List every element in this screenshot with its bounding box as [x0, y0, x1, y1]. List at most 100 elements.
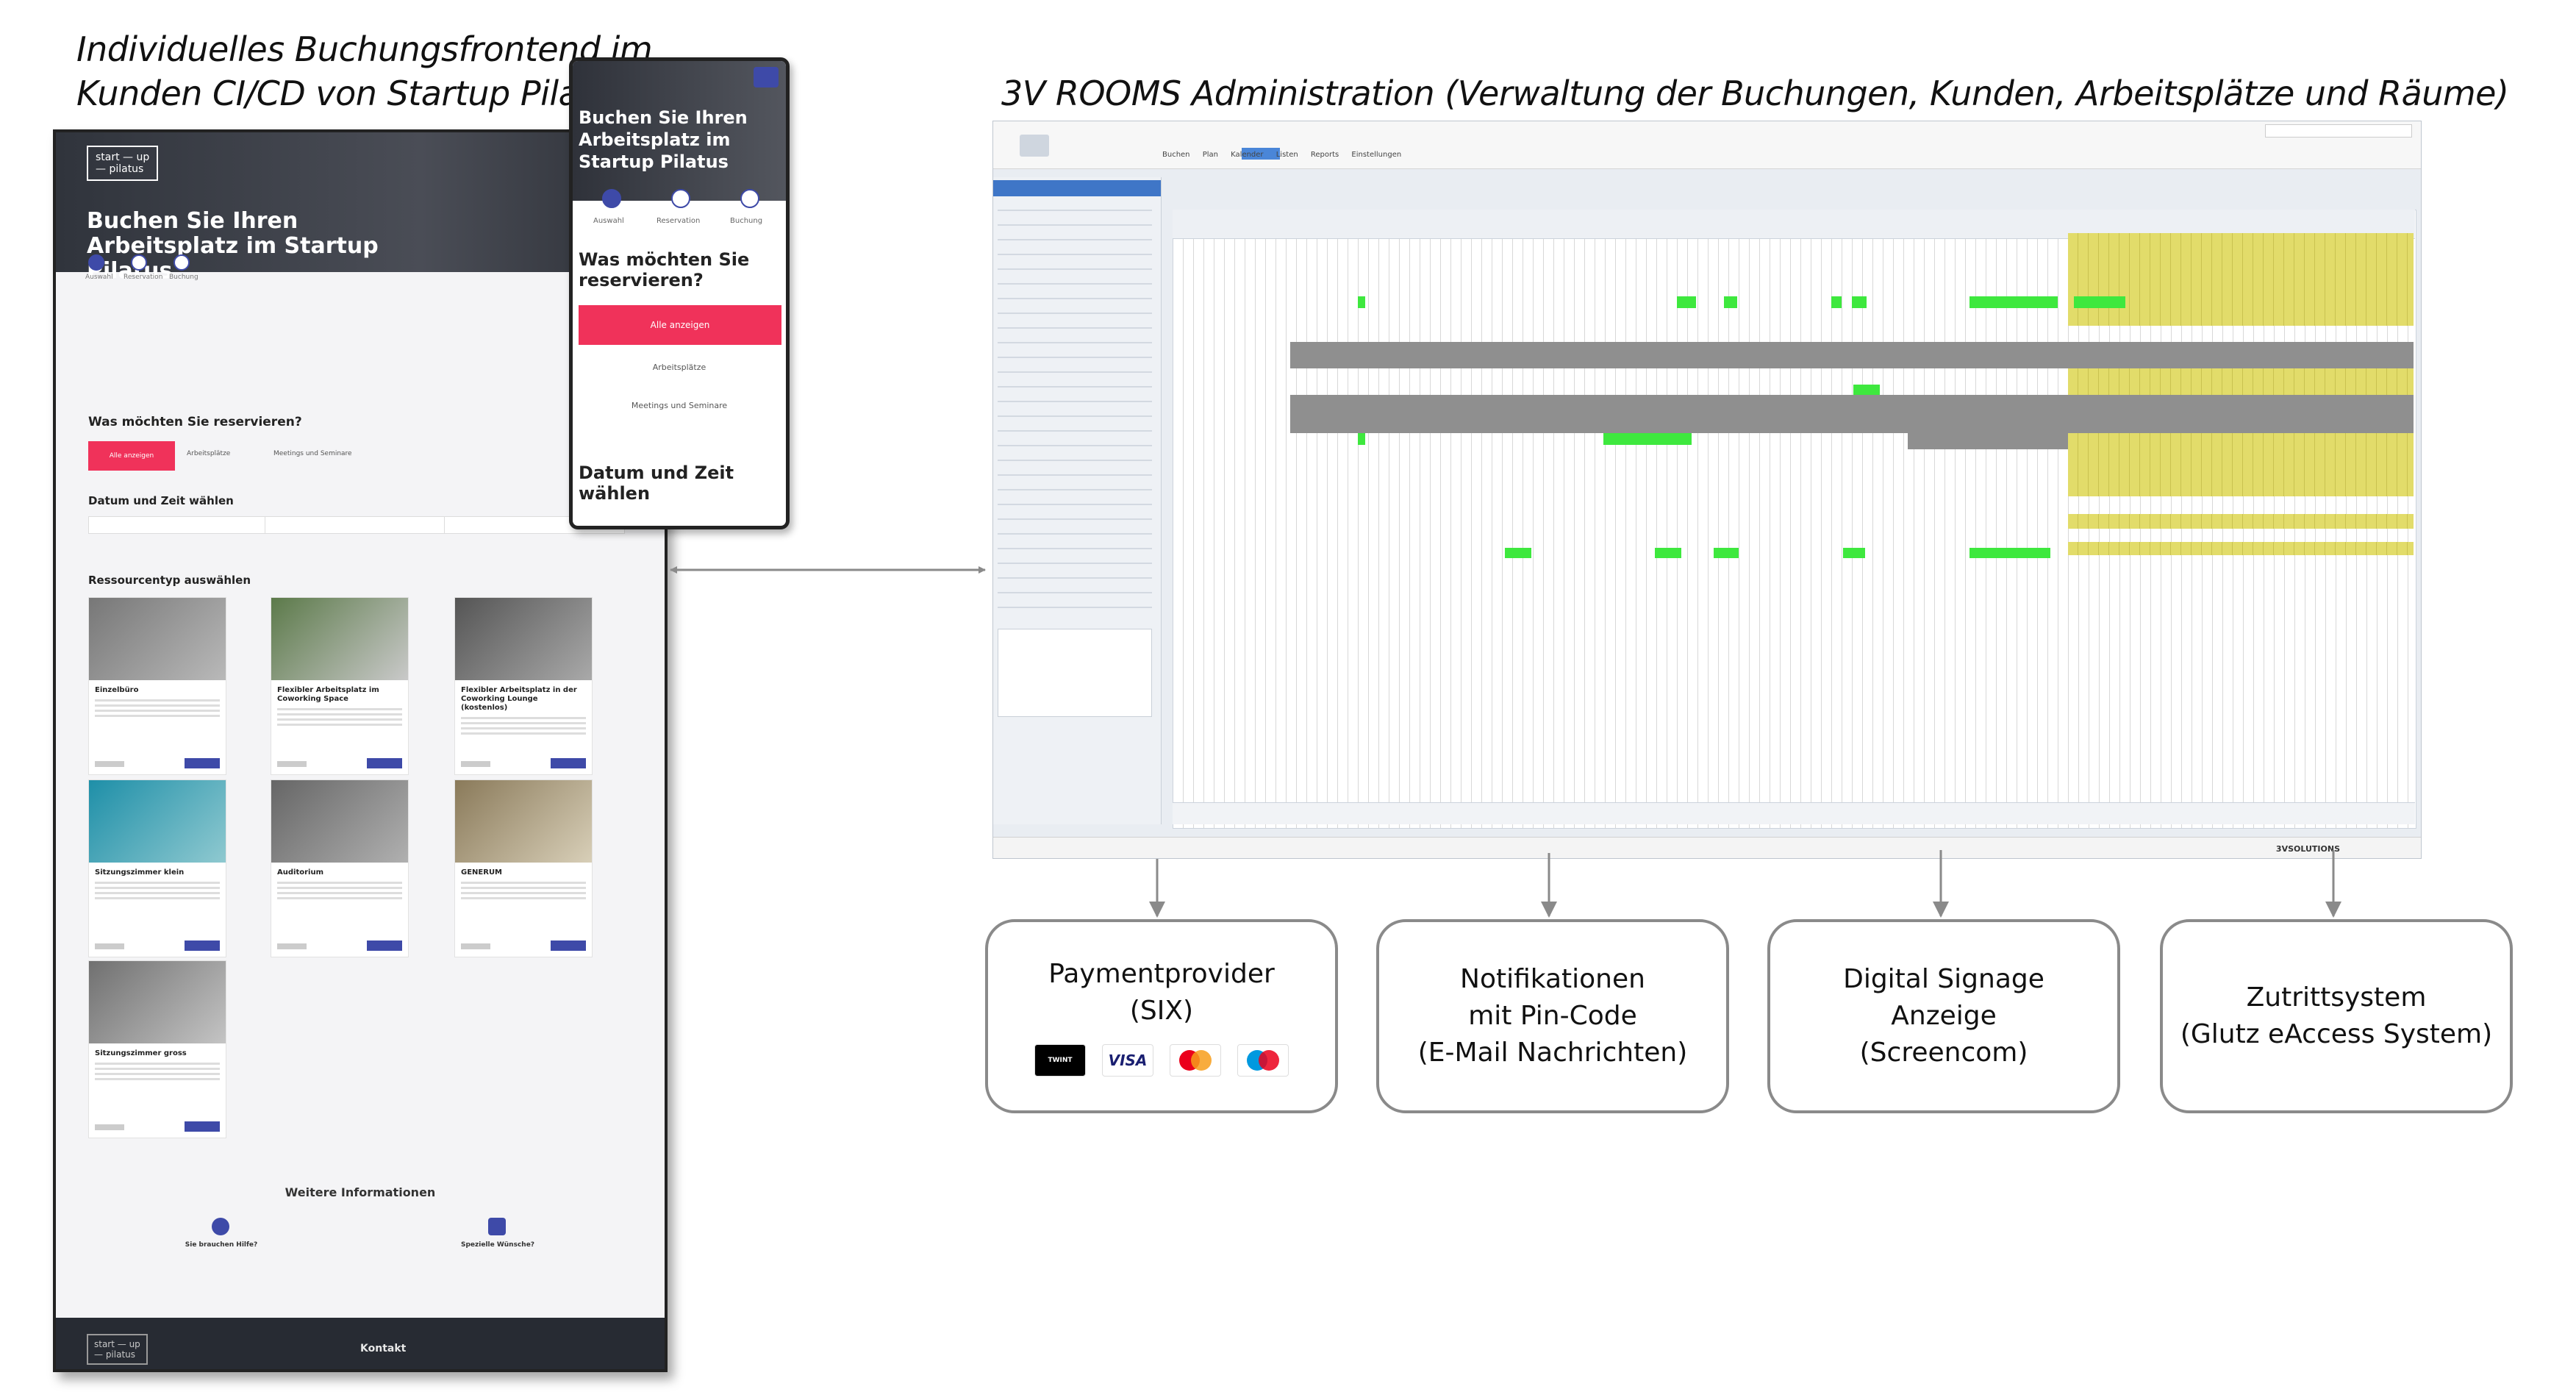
reservation-slot[interactable]	[1853, 385, 1880, 395]
maestro-logo	[1237, 1044, 1289, 1077]
reservation-slot[interactable]	[2074, 296, 2125, 308]
card-name: Sitzungszimmer gross	[95, 1049, 187, 1057]
book-button[interactable]	[551, 941, 586, 951]
booking-bar[interactable]	[1290, 395, 2414, 433]
mobile-step-label-1: Auswahl	[593, 217, 624, 225]
reservation-slot[interactable]	[1358, 296, 1365, 308]
admin-filter-header	[993, 180, 1161, 196]
help-icon	[212, 1218, 229, 1235]
access-system-box: Zutrittsystem (Glutz eAccess System)	[2160, 919, 2513, 1113]
mobile-show-all-button[interactable]: Alle anzeigen	[579, 305, 781, 345]
admin-logo	[1020, 135, 1049, 157]
reservation-slot[interactable]	[1714, 548, 1739, 558]
details-link[interactable]	[461, 943, 490, 949]
startup-pilatus-logo: start — up — pilatus	[87, 146, 159, 181]
details-link[interactable]	[95, 1124, 124, 1130]
reservation-slot[interactable]	[1505, 548, 1531, 558]
digital-signage-box: Digital Signage Anzeige (Screencom)	[1767, 919, 2120, 1113]
details-link[interactable]	[461, 761, 490, 767]
step-dot-1[interactable]	[88, 254, 104, 271]
admin-filter-fields[interactable]	[998, 202, 1152, 621]
reservation-slot[interactable]	[1655, 548, 1681, 558]
access-title: Zutrittsystem	[2246, 982, 2427, 1013]
admin-resource-list[interactable]	[998, 629, 1152, 717]
option-meetings[interactable]: Meetings und Seminare	[273, 450, 352, 457]
mobile-menu-icon[interactable]	[754, 67, 779, 88]
date-field[interactable]	[88, 516, 271, 534]
card-description	[461, 717, 586, 736]
booking-bar[interactable]	[1908, 433, 2068, 449]
weekend-block	[2068, 542, 2414, 555]
reservation-slot[interactable]	[1969, 296, 2058, 308]
weekend-block	[2068, 233, 2414, 326]
card-name: Einzelbüro	[95, 686, 139, 694]
clipboard-icon	[488, 1218, 506, 1235]
resource-card[interactable]: GENERUM	[454, 779, 593, 957]
payment-subtitle: (SIX)	[1129, 996, 1194, 1026]
details-link[interactable]	[95, 761, 124, 767]
reservation-slot[interactable]	[1831, 296, 1842, 308]
time-from-field[interactable]	[265, 516, 450, 534]
reservation-slot[interactable]	[1724, 296, 1737, 308]
admin-nav-menu[interactable]: Buchen Plan Kalender Listen Reports Eins…	[1162, 151, 1402, 159]
resource-card[interactable]: Flexibler Arbeitsplatz in der Coworking …	[454, 597, 593, 775]
step-label-1: Auswahl	[85, 274, 113, 281]
mobile-option-workplaces[interactable]: Arbeitsplätze	[652, 363, 706, 372]
card-name: Flexibler Arbeitsplatz in der Coworking …	[461, 686, 577, 712]
admin-calendar-screenshot: Buchen Plan Kalender Listen Reports Eins…	[992, 121, 2422, 859]
reservation-slot[interactable]	[1852, 296, 1867, 308]
weekend-block	[2068, 514, 2414, 529]
admin-brand-logo: 3VSOLUTIONS	[2275, 844, 2340, 854]
booking-frontend-desktop-screenshot: start — up — pilatus Buchen Sie Ihren Ar…	[53, 129, 668, 1372]
admin-calendar-footer-tabs[interactable]	[1173, 802, 2415, 824]
mobile-step-label-2: Reservation	[656, 217, 701, 225]
resource-card[interactable]: Sitzungszimmer gross	[88, 960, 226, 1138]
admin-nav-selected[interactable]	[1242, 148, 1280, 160]
details-link[interactable]	[277, 761, 307, 767]
card-description	[95, 699, 220, 718]
resource-card[interactable]: Auditorium	[271, 779, 409, 957]
mobile-step-2[interactable]	[671, 189, 690, 208]
mobile-hero	[573, 61, 786, 201]
notification-title: Notifikationen	[1460, 964, 1645, 994]
mobile-step-1[interactable]	[602, 189, 621, 208]
notification-box: Notifikationen mit Pin-Code (E-Mail Nach…	[1376, 919, 1729, 1113]
mastercard-logo	[1170, 1044, 1221, 1077]
details-link[interactable]	[277, 943, 307, 949]
resource-card[interactable]: Flexibler Arbeitsplatz im Coworking Spac…	[271, 597, 409, 775]
option-workplaces[interactable]: Arbeitsplätze	[187, 450, 231, 457]
payment-logos: TWINT VISA	[1034, 1044, 1289, 1077]
admin-top-bar	[993, 121, 2421, 169]
reservation-slot[interactable]	[1603, 433, 1692, 445]
reservation-slot[interactable]	[1677, 296, 1696, 308]
booking-bar[interactable]	[1290, 342, 2414, 368]
resource-card[interactable]: Sitzungszimmer klein	[88, 779, 226, 957]
mobile-option-meetings[interactable]: Meetings und Seminare	[631, 401, 728, 410]
date-time-heading: Datum und Zeit wählen	[88, 494, 234, 507]
reservation-slot[interactable]	[1969, 548, 2050, 558]
reservation-slot[interactable]	[1358, 433, 1365, 445]
book-button[interactable]	[367, 758, 402, 768]
book-button[interactable]	[185, 941, 220, 951]
step-dot-3[interactable]	[173, 254, 190, 271]
mobile-step-3[interactable]	[740, 189, 759, 208]
book-button[interactable]	[185, 1121, 220, 1132]
book-button[interactable]	[185, 758, 220, 768]
card-image	[89, 961, 226, 1043]
card-image	[89, 598, 226, 680]
admin-search-input[interactable]	[2265, 124, 2412, 138]
admin-status-bar	[993, 837, 2421, 858]
card-image	[455, 780, 592, 863]
resource-card[interactable]: Einzelbüro	[88, 597, 226, 775]
book-button[interactable]	[367, 941, 402, 951]
step-label-3: Buchung	[169, 274, 198, 281]
reservation-slot[interactable]	[1843, 548, 1865, 558]
card-image	[89, 780, 226, 863]
show-all-button[interactable]: Alle anzeigen	[88, 441, 175, 471]
book-button[interactable]	[551, 758, 586, 768]
card-image	[455, 598, 592, 680]
step-dot-2[interactable]	[131, 254, 147, 271]
signage-subtitle: Anzeige	[1891, 1001, 1997, 1031]
what-to-reserve-heading: Was möchten Sie reservieren?	[88, 415, 302, 429]
details-link[interactable]	[95, 943, 124, 949]
